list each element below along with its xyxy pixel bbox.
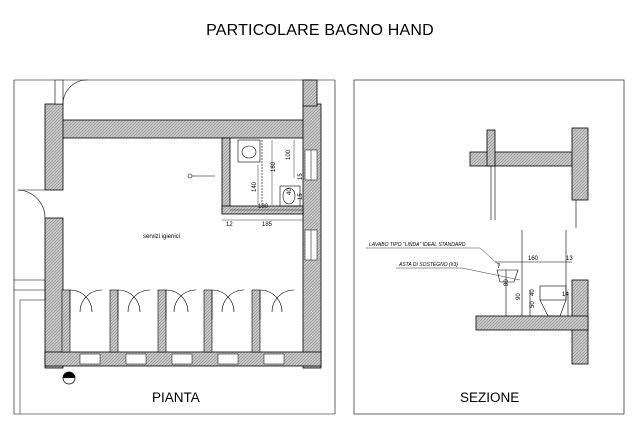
plan-stalls: [61, 289, 295, 353]
plan-entry-door: [54, 79, 88, 105]
plan-room-label: servizi igienici: [143, 234, 180, 240]
plan-dim-185: 185: [262, 222, 273, 228]
plan-walls: [44, 79, 322, 369]
section-label: SEZIONE: [460, 390, 520, 405]
plan-side-door: [17, 189, 46, 219]
section-fixtures: [490, 166, 577, 317]
section-dim-80: 80: [504, 279, 510, 286]
plan-dimension-lines: [222, 140, 303, 221]
plan-dim-180h: 180: [258, 204, 269, 210]
section-marker-icon: [62, 371, 76, 385]
section-note-sink: LAVABO TIPO "LINDA" IDEAL STANDARD: [369, 242, 466, 248]
plan-windows: [304, 149, 318, 261]
section-dim-160: 160: [528, 256, 539, 262]
plan-label: PIANTA: [152, 390, 200, 405]
section-leader-lines: [366, 247, 521, 281]
plan-dim-12: 12: [226, 222, 233, 228]
plan-fixtures: [187, 139, 301, 207]
plan-frame: [13, 79, 336, 415]
plan-dim-15a: 15: [298, 173, 304, 180]
plan-dim-180v: 180: [271, 161, 277, 172]
section-dim-50: 50: [530, 301, 536, 308]
section-frame: [353, 79, 625, 415]
section-note-bar: ASTA DI SOSTEGNO (#3): [398, 262, 458, 268]
section-dim-13: 13: [566, 256, 573, 262]
drawing-title: PARTICOLARE BAGNO HAND: [206, 22, 434, 39]
plan-dim-140: 140: [252, 181, 258, 192]
section-dim-7: 7: [497, 264, 501, 270]
plan-bottom-windows: [79, 353, 285, 365]
section-walls: [469, 127, 589, 365]
section-dim-90: 90: [516, 293, 522, 300]
plan-dim-15b: 15: [298, 193, 304, 200]
plan-outer-boundary: [14, 279, 46, 414]
plan-dim-100: 100: [286, 149, 292, 160]
plan-dim-40: 40: [287, 188, 293, 195]
section-dim-40: 40: [530, 289, 536, 296]
section-dim-14: 14: [562, 292, 569, 298]
